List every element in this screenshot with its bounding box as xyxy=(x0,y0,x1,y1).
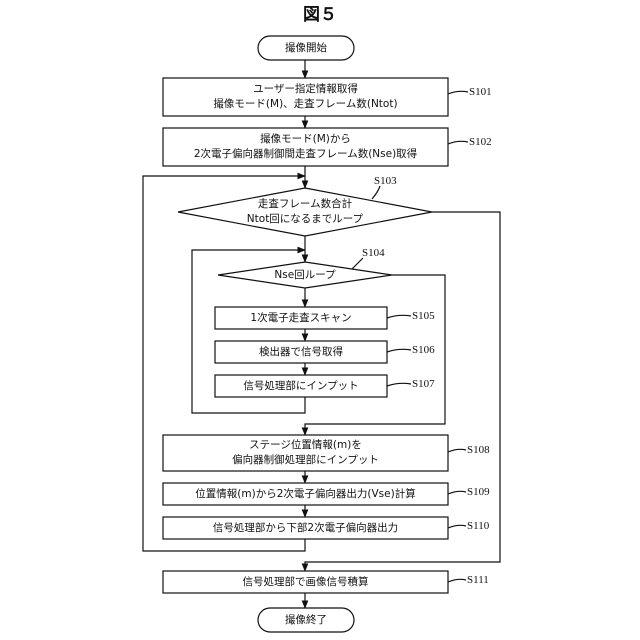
step-number-s105: S105 xyxy=(412,310,435,322)
start-label: 撮像開始 xyxy=(258,36,354,60)
s111-leader xyxy=(448,579,466,582)
step-number-s108: S108 xyxy=(467,444,490,456)
end-label: 撮像終了 xyxy=(258,608,354,632)
s101-label: ユーザー指定情報取得撮像モード(M)、走査フレーム数(Ntot) xyxy=(163,78,448,116)
s109-leader xyxy=(448,491,466,494)
s108-label: ステージ位置情報(m)を偏向器制御処理部にインプット xyxy=(163,435,448,471)
step-number-s101: S101 xyxy=(469,86,492,98)
step-number-s109: S109 xyxy=(467,486,490,498)
step-number-s106: S106 xyxy=(412,344,435,356)
step-number-s104: S104 xyxy=(362,247,385,259)
s111-label: 信号処理部で画像信号積算 xyxy=(163,571,448,593)
s107-label: 信号処理部にインプット xyxy=(215,375,387,397)
step-number-s110: S110 xyxy=(467,520,489,532)
s110-label: 信号処理部から下部2次電子偏向器出力 xyxy=(163,517,448,539)
s102-label: 撮像モード(M)から2次電子偏向器制御間走査フレーム数(Nse)取得 xyxy=(163,128,448,166)
s109-label: 位置情報(m)から2次電子偏向器出力(Vse)計算 xyxy=(163,483,448,505)
step-number-s107: S107 xyxy=(412,378,435,390)
step-number-s111: S111 xyxy=(467,574,489,586)
s110-leader xyxy=(448,525,466,528)
s107-leader xyxy=(387,383,411,386)
s108-leader xyxy=(448,449,466,452)
s103-label: 走査フレーム数合計Ntot回になるまでループ xyxy=(205,196,405,228)
s106-leader xyxy=(387,349,411,352)
s105-label: 1次電子走査スキャン xyxy=(215,307,387,329)
s104-label: Nse回ループ xyxy=(240,266,370,284)
s101-leader xyxy=(448,91,468,94)
s102-leader xyxy=(448,141,468,144)
s105-leader xyxy=(387,315,411,318)
s106-label: 検出器で信号取得 xyxy=(215,341,387,363)
step-number-s102: S102 xyxy=(469,136,492,148)
step-number-s103: S103 xyxy=(374,175,397,187)
